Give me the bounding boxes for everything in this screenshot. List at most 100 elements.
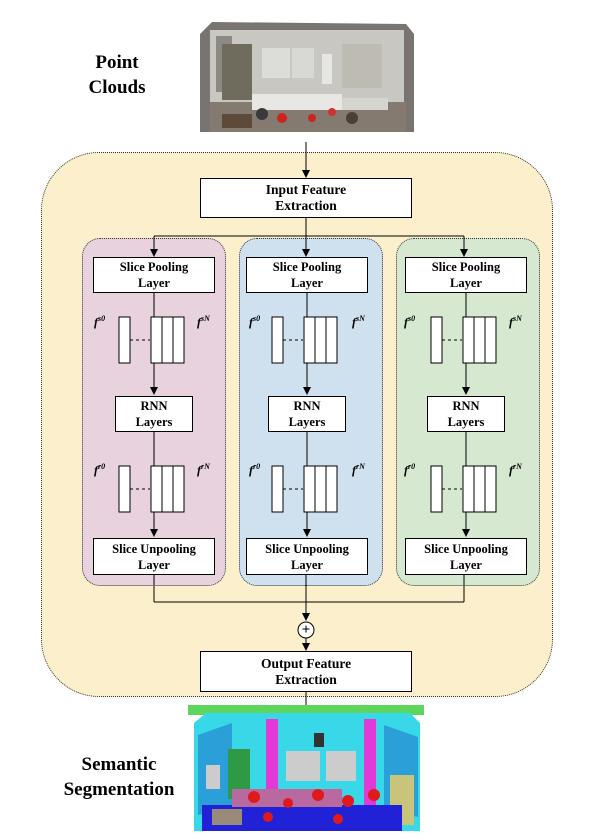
frN-label-1: frN xyxy=(197,462,210,478)
fsN-label-2: fsN xyxy=(352,314,365,330)
frN-label-2-base: f xyxy=(352,463,356,477)
fsN-label-3: fsN xyxy=(509,314,522,330)
slice-pooling-label-2a: Slice Pooling xyxy=(272,260,342,274)
branch-3-s-bar-2 xyxy=(473,316,486,364)
branch-1-s-bar-3 xyxy=(172,316,185,364)
fs0-label-3-base: f xyxy=(404,315,408,329)
fr0-label-1-base: f xyxy=(94,463,98,477)
branch-2-r-bar-3 xyxy=(325,465,338,513)
slice-pooling-box-2: Slice Pooling Layer xyxy=(246,257,368,293)
branch-2-r-bar-2 xyxy=(314,465,327,513)
frN-label-3-base: f xyxy=(509,463,513,477)
output-feature-label-2: Extraction xyxy=(275,671,337,687)
fr0-label-3-sup: r0 xyxy=(408,462,416,471)
rnn-box-1: RNN Layers xyxy=(115,396,193,432)
branch-1-s-bar-1 xyxy=(150,316,163,364)
slice-unpooling-label-2a: Slice Unpooling xyxy=(265,541,349,556)
slice-pooling-label-1a: Slice Pooling xyxy=(119,260,189,274)
frN-label-3-sup: rN xyxy=(513,462,522,471)
branch-2-s-bar-3 xyxy=(325,316,338,364)
slice-pooling-label-3b: Layer xyxy=(450,276,482,290)
fs0-label-3: fs0 xyxy=(404,314,415,330)
fsN-label-3-base: f xyxy=(509,315,513,329)
branch-3-s-bar-3 xyxy=(484,316,497,364)
frN-label-2-sup: rN xyxy=(356,462,365,471)
fs0-label-1-sup: s0 xyxy=(98,314,106,323)
rnn-label-3a: RNN xyxy=(452,399,480,413)
frN-label-2: frN xyxy=(352,462,365,478)
slice-pooling-box-1: Slice Pooling Layer xyxy=(93,257,215,293)
output-feature-extraction-box: Output Feature Extraction xyxy=(200,651,412,692)
slice-unpooling-box-1: Slice Unpooling Layer xyxy=(93,538,215,575)
frN-label-1-sup: rN xyxy=(201,462,210,471)
slice-pooling-label-3a: Slice Pooling xyxy=(431,260,501,274)
slice-unpooling-label-3b: Layer xyxy=(450,557,482,572)
fs0-label-1: fs0 xyxy=(94,314,105,330)
branch-3-r-bar-1 xyxy=(462,465,475,513)
rnn-box-3: RNN Layers xyxy=(427,396,505,432)
slice-unpooling-box-2: Slice Unpooling Layer xyxy=(246,538,368,575)
branch-3-s-bar-first xyxy=(430,316,443,364)
branch-1-r-bar-1 xyxy=(150,465,163,513)
rnn-label-1b: Layers xyxy=(135,415,173,429)
point-clouds-title-line-2: Clouds xyxy=(88,77,146,98)
branch-2-s-bar-2 xyxy=(314,316,327,364)
rnn-label-2b: Layers xyxy=(288,415,326,429)
rnn-label-2a: RNN xyxy=(293,399,321,413)
rnn-label-3b: Layers xyxy=(447,415,485,429)
branch-3-r-bar-first xyxy=(430,465,443,513)
rnn-box-2: RNN Layers xyxy=(268,396,346,432)
frN-label-1-base: f xyxy=(197,463,201,477)
point-clouds-title-line-1: Point xyxy=(95,52,139,73)
slice-unpooling-label-2b: Layer xyxy=(291,557,323,572)
segmentation-image xyxy=(188,705,424,833)
fr0-label-2-sup: r0 xyxy=(253,462,261,471)
fs0-label-3-sup: s0 xyxy=(408,314,416,323)
input-feature-extraction-box: Input Feature Extraction xyxy=(200,178,412,218)
branch-2-s-bar-first xyxy=(271,316,284,364)
point-cloud-image xyxy=(192,14,420,142)
branch-3-r-bar-2 xyxy=(473,465,486,513)
fr0-label-1: fr0 xyxy=(94,462,105,478)
branch-1-r-bar-first xyxy=(118,465,131,513)
branch-1-r-bar-2 xyxy=(161,465,174,513)
fr0-label-2: fr0 xyxy=(249,462,260,478)
branch-1-r-bar-3 xyxy=(172,465,185,513)
fr0-label-3: fr0 xyxy=(404,462,415,478)
slice-pooling-box-3: Slice Pooling Layer xyxy=(405,257,527,293)
slice-unpooling-box-3: Slice Unpooling Layer xyxy=(405,538,527,575)
slice-unpooling-label-1a: Slice Unpooling xyxy=(112,541,196,556)
fsN-label-2-base: f xyxy=(352,315,356,329)
fr0-label-3-base: f xyxy=(404,463,408,477)
semantic-segmentation-title-line-2: Segmentation xyxy=(63,779,175,800)
fs0-label-2: fs0 xyxy=(249,314,260,330)
branch-1-s-bar-first xyxy=(118,316,131,364)
fr0-label-1-sup: r0 xyxy=(98,462,106,471)
semantic-segmentation-title-line-1: Semantic xyxy=(81,754,157,775)
fsN-label-2-sup: sN xyxy=(356,314,365,323)
fsN-label-1: fsN xyxy=(197,314,210,330)
fsN-label-3-sup: sN xyxy=(513,314,522,323)
fs0-label-2-base: f xyxy=(249,315,253,329)
branch-1-s-bar-2 xyxy=(161,316,174,364)
branch-3-r-bar-3 xyxy=(484,465,497,513)
branch-3-s-bar-1 xyxy=(462,316,475,364)
branch-2-s-bar-1 xyxy=(303,316,316,364)
branch-2-r-bar-1 xyxy=(303,465,316,513)
frN-label-3: frN xyxy=(509,462,522,478)
fsN-label-1-sup: sN xyxy=(201,314,210,323)
fs0-label-2-sup: s0 xyxy=(253,314,261,323)
slice-pooling-label-2b: Layer xyxy=(291,276,323,290)
point-clouds-title: Point Clouds xyxy=(62,50,172,100)
fs0-label-1-base: f xyxy=(94,315,98,329)
slice-unpooling-label-3a: Slice Unpooling xyxy=(424,541,508,556)
semantic-segmentation-title: Semantic Segmentation xyxy=(50,752,188,802)
branch-2-r-bar-first xyxy=(271,465,284,513)
slice-unpooling-label-1b: Layer xyxy=(138,557,170,572)
fr0-label-2-base: f xyxy=(249,463,253,477)
fsN-label-1-base: f xyxy=(197,315,201,329)
slice-pooling-label-1b: Layer xyxy=(138,276,170,290)
input-feature-label-1: Input Feature xyxy=(265,182,347,197)
rnn-label-1a: RNN xyxy=(140,399,168,413)
